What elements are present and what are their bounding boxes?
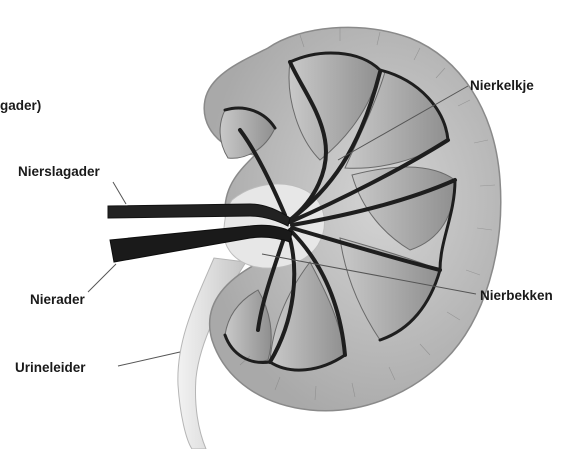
leader-renal-vein (88, 264, 116, 292)
label-ureter: Urineleider (15, 360, 86, 375)
leader-ureter (118, 352, 180, 366)
label-renal-artery: Nierslagader (18, 164, 101, 179)
label-pelvis: Nierbekken (480, 288, 553, 303)
label-truncated-left: gader) (0, 98, 41, 113)
label-renal-vein: Nierader (30, 292, 86, 307)
leader-renal-artery (113, 182, 126, 204)
label-calyx: Nierkelkje (470, 78, 534, 93)
